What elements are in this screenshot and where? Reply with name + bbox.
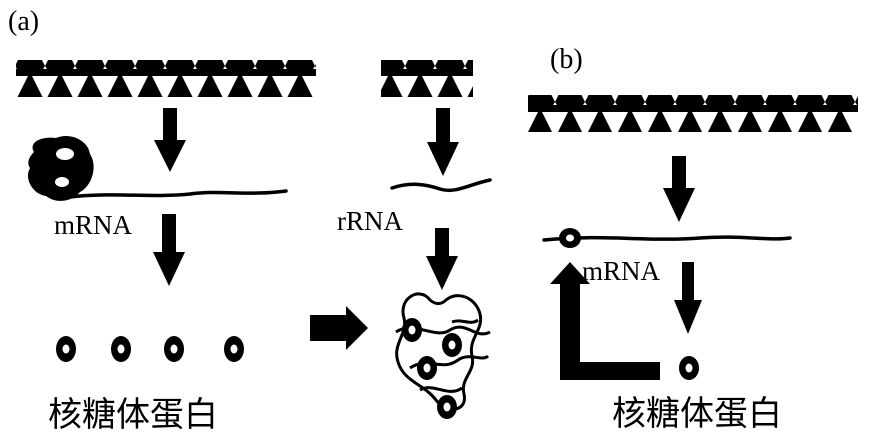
gene-a2	[381, 60, 473, 97]
arrow-a1-transcription	[154, 108, 186, 172]
rrna-label: rRNA	[337, 206, 403, 236]
ribosomal-protein	[224, 336, 244, 362]
ribosomal-protein	[111, 336, 131, 362]
arrow-join	[310, 306, 368, 350]
panel-label-b: (b)	[550, 44, 583, 75]
ribosomal-protein-label-a: 核糖体蛋白	[48, 395, 218, 435]
gene-b	[528, 95, 858, 132]
arrow-a1-translation	[153, 214, 185, 286]
rrna-strand	[390, 178, 492, 193]
bound-protein-b	[559, 228, 581, 248]
feedback-arrow	[550, 262, 660, 380]
panel-label-a: (a)	[8, 6, 40, 37]
ribosomal-protein	[56, 336, 76, 362]
gene-a1	[16, 60, 316, 97]
arrow-a2-transcription	[427, 108, 459, 176]
arrow-b-transcription	[663, 156, 695, 222]
arrow-a2-assembly	[426, 228, 458, 290]
mrna-label-b: mRNA	[582, 256, 661, 286]
ribosomal-protein-b	[679, 356, 699, 380]
ribosome	[395, 292, 491, 419]
ribosomal-protein	[164, 336, 184, 362]
mrna-label-a: mRNA	[54, 210, 133, 240]
ribosomal-protein-label-b: 核糖体蛋白	[612, 394, 782, 434]
mrna-strand-b	[542, 235, 792, 242]
arrow-b-translation	[674, 262, 702, 334]
repressor-blob-a	[27, 135, 94, 201]
mrna-strand-a	[68, 189, 288, 199]
